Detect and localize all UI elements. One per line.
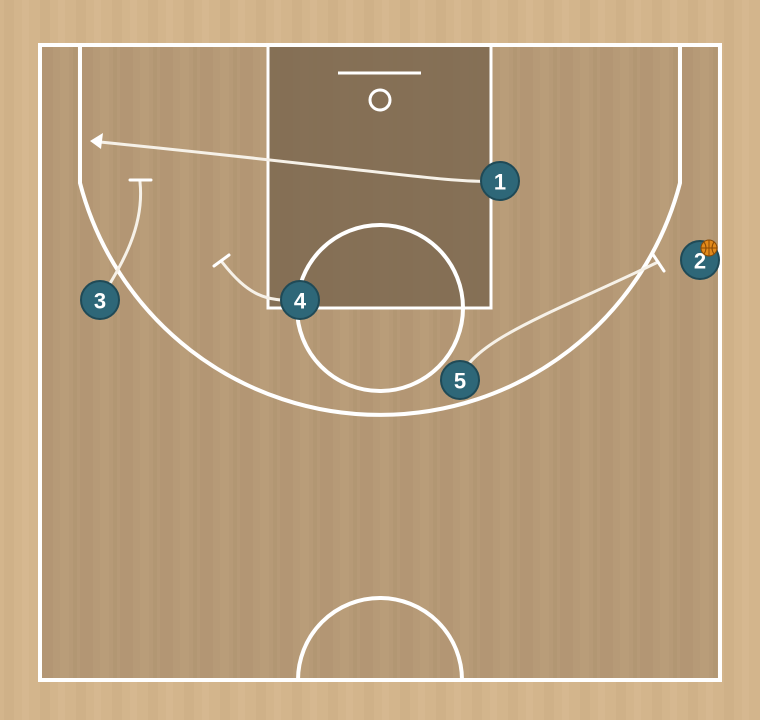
player-marker [480,161,520,201]
player-number: 3 [94,289,106,314]
player-1[interactable]: 1 [480,161,520,201]
player-5[interactable]: 5 [440,360,480,400]
player-4[interactable]: 4 [280,280,320,320]
player-number: 5 [454,369,466,394]
player-number: 2 [694,249,706,274]
player-number: 1 [494,170,506,195]
center-circle [296,596,464,681]
screen-5-bar [650,251,666,273]
basketball-icon [700,239,718,257]
basket-icon [368,88,392,112]
player-marker [80,280,120,320]
player-number: 4 [294,289,307,314]
court-lines [38,43,722,682]
player-marker [280,280,320,320]
cut-1-path [98,140,502,183]
player-3[interactable]: 3 [80,280,120,320]
screen-4-bar [212,253,231,268]
three-point-line [78,45,682,417]
player-marker [440,360,480,400]
paint-area [268,45,491,308]
cut-1-arrowhead [90,133,103,149]
